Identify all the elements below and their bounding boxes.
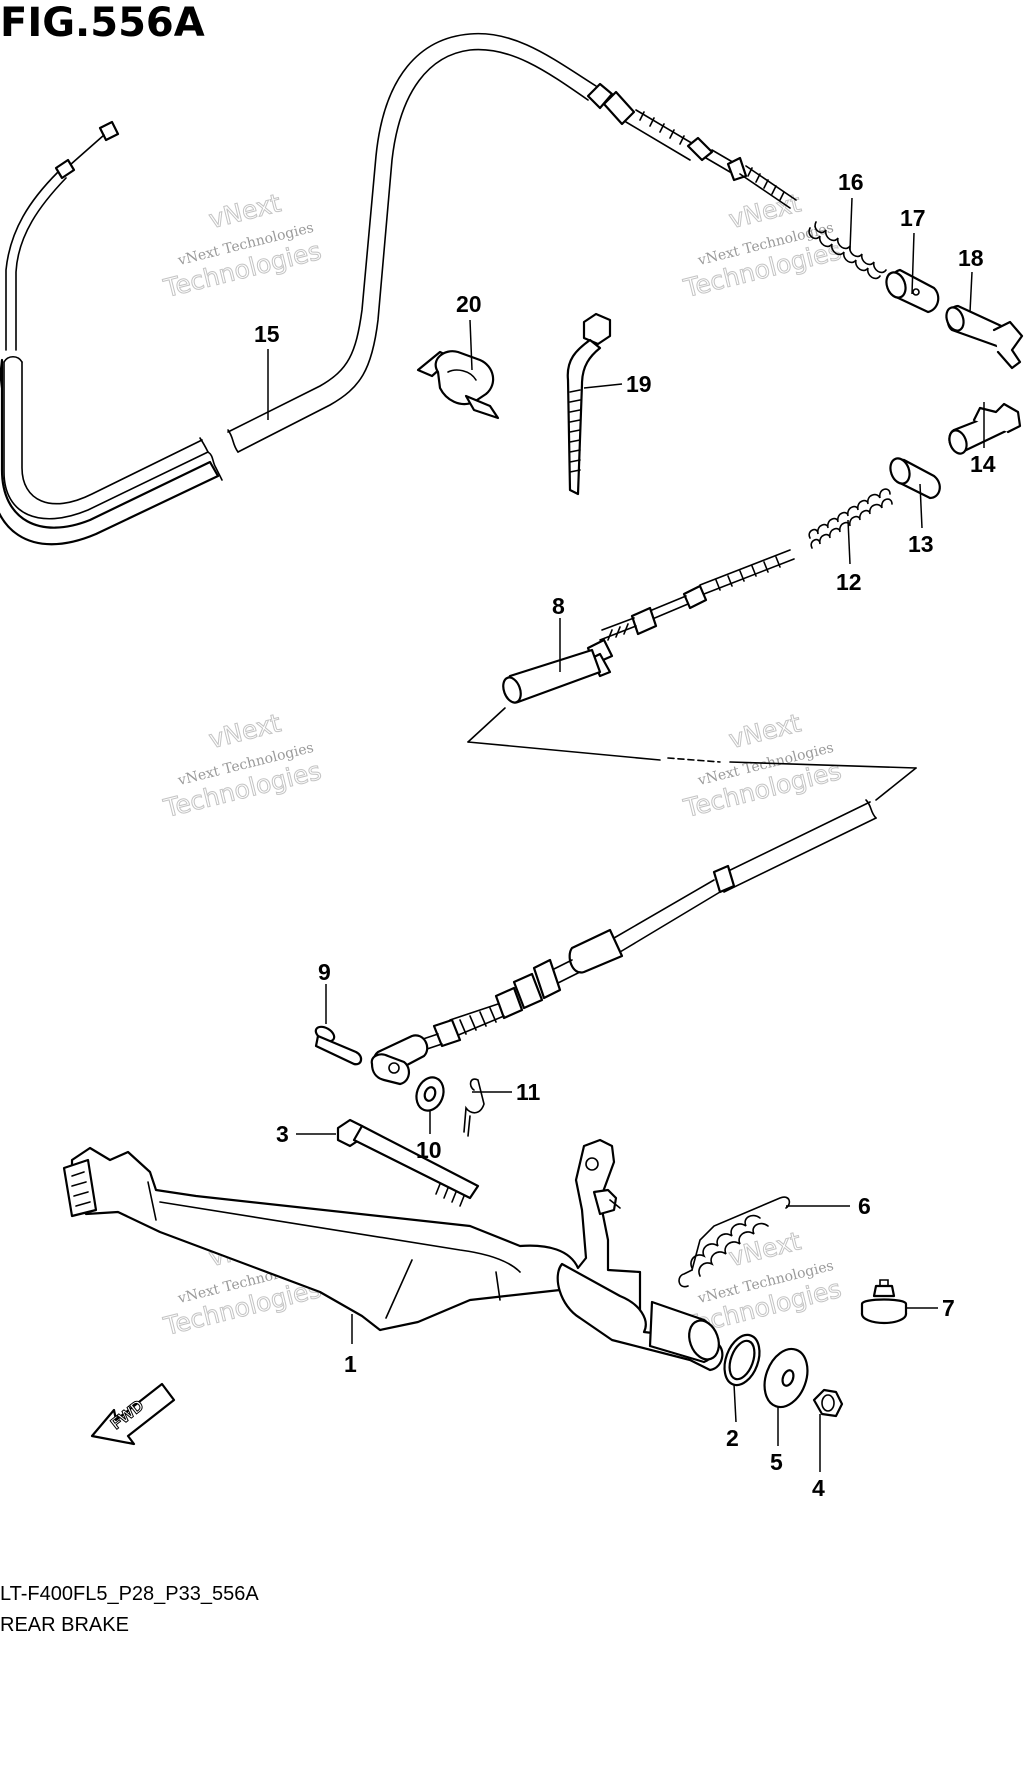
callout-4: 4	[812, 1475, 825, 1501]
callout-10: 10	[416, 1137, 442, 1163]
caption-code: LT-F400FL5_P28_P33_556A	[0, 1583, 259, 1605]
callout-16: 16	[838, 169, 864, 195]
leader-lines	[267, 197, 985, 1472]
part-19-tie	[566, 312, 612, 496]
svg-text:vNext: vNext	[206, 708, 284, 754]
callout-20: 20	[456, 291, 482, 317]
watermark-1: vNext vNext Technologies Technologies	[160, 188, 325, 304]
callouts: 1 2 3 4 5 6 7 8 9 10 11 12 13 14 15 16 1…	[254, 169, 996, 1501]
callout-2: 2	[726, 1425, 739, 1451]
svg-text:vNext: vNext	[726, 188, 804, 234]
part-1-brake-pedal	[62, 1138, 724, 1372]
part-12-spring	[808, 488, 893, 549]
part-15-cable-upper	[0, 32, 797, 546]
fwd-arrow: FWD	[90, 1382, 176, 1446]
watermark-3: vNext vNext Technologies Technologies	[160, 708, 325, 824]
part-13-joint	[889, 457, 941, 500]
part-10-washer	[415, 1076, 445, 1112]
part-18-pin	[945, 304, 1024, 370]
part-11-cotter	[463, 1078, 485, 1137]
part-7-nut	[860, 1279, 908, 1325]
part-20-clamp	[416, 350, 500, 420]
part-8-cable-lower	[370, 549, 917, 1086]
svg-text:vNext: vNext	[726, 708, 804, 754]
callout-1: 1	[344, 1351, 357, 1377]
part-17-joint	[885, 268, 940, 314]
callout-9: 9	[318, 959, 331, 985]
callout-12: 12	[836, 569, 862, 595]
callout-13: 13	[908, 531, 934, 557]
callout-17: 17	[900, 205, 926, 231]
callout-14: 14	[970, 451, 996, 477]
part-9-pin	[314, 1025, 363, 1066]
callout-6: 6	[858, 1193, 871, 1219]
watermark-2: vNext vNext Technologies Technologies	[680, 188, 845, 304]
part-14-pin	[948, 402, 1022, 455]
figure-title: FIG.556A	[0, 0, 205, 46]
callout-11: 11	[516, 1079, 541, 1105]
callout-8: 8	[552, 593, 565, 619]
part-5-washer	[763, 1347, 809, 1409]
callout-7: 7	[942, 1295, 955, 1321]
part-2-oring	[723, 1333, 761, 1387]
svg-text:vNext: vNext	[726, 1226, 804, 1272]
callout-3: 3	[276, 1121, 289, 1147]
callout-5: 5	[770, 1449, 783, 1475]
callout-19: 19	[626, 371, 652, 397]
callout-15: 15	[254, 321, 280, 347]
caption-name: REAR BRAKE	[0, 1614, 129, 1636]
part-3-bolt	[336, 1118, 480, 1207]
svg-text:vNext: vNext	[206, 188, 284, 234]
part-4-nut	[812, 1388, 844, 1418]
callout-18: 18	[958, 245, 984, 271]
